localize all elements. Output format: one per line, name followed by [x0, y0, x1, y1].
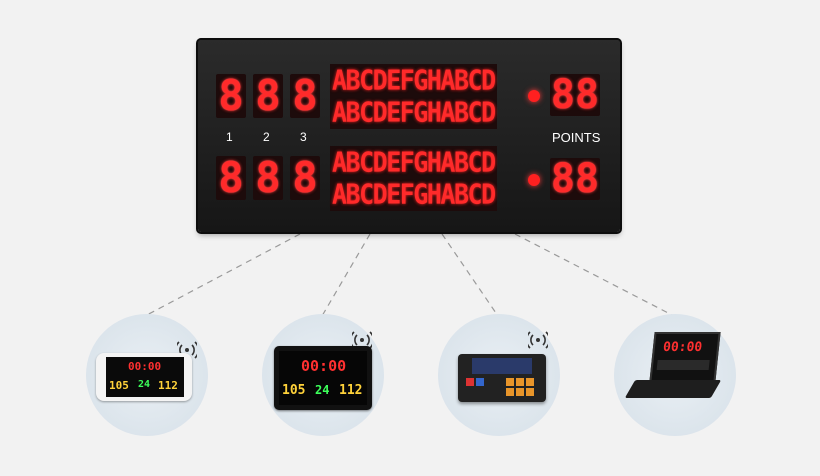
points-top: 88	[550, 72, 600, 118]
period-digit: 8	[216, 156, 246, 200]
control-console	[458, 348, 546, 408]
smartphone: 00:00 105 24 112	[96, 353, 192, 401]
smartphone-screen: 00:00 105 24 112	[106, 357, 184, 397]
laptop-keyboard	[624, 380, 722, 398]
score-mid: 24	[138, 379, 151, 390]
timer-display: 00:00	[662, 340, 703, 355]
points-bottom: 88	[550, 156, 600, 202]
period-digit: 8	[290, 74, 320, 118]
period-digit: 8	[253, 156, 283, 200]
team-name-row: ABCDEFGHABCD	[330, 146, 497, 179]
team-name-row: ABCDEFGHABCD	[330, 64, 497, 97]
wireless-icon	[528, 331, 548, 349]
score-mid: 24	[315, 383, 330, 397]
period-digit: 8	[253, 74, 283, 118]
score-right: 112	[339, 383, 363, 398]
tablet: 00:00 105 24 112	[274, 346, 372, 410]
period-label: 1	[226, 130, 233, 144]
laptop-screen: 00:00	[649, 332, 721, 382]
score-right: 112	[158, 379, 178, 392]
laptop: 00:00	[624, 332, 722, 404]
tablet-screen: 00:00 105 24 112	[279, 351, 367, 405]
period-label: 2	[263, 130, 270, 144]
team-name-row: ABCDEFGHABCD	[330, 96, 497, 129]
period-digit: 8	[290, 156, 320, 200]
period-label: 3	[300, 130, 307, 144]
possession-led	[528, 90, 540, 102]
score-left: 105	[109, 379, 129, 392]
timer-display: 00:00	[301, 357, 347, 375]
points-label: POINTS	[552, 130, 601, 145]
period-digit: 8	[216, 74, 246, 118]
team-name-row: ABCDEFGHABCD	[330, 178, 497, 211]
possession-led	[528, 174, 540, 186]
scoreboard: 8 8 8 1 2 3 8 8 8 ABCDEFGHABCD ABCDEFGHA…	[198, 40, 620, 232]
timer-display: 00:00	[128, 360, 162, 373]
score-left: 105	[282, 383, 306, 398]
